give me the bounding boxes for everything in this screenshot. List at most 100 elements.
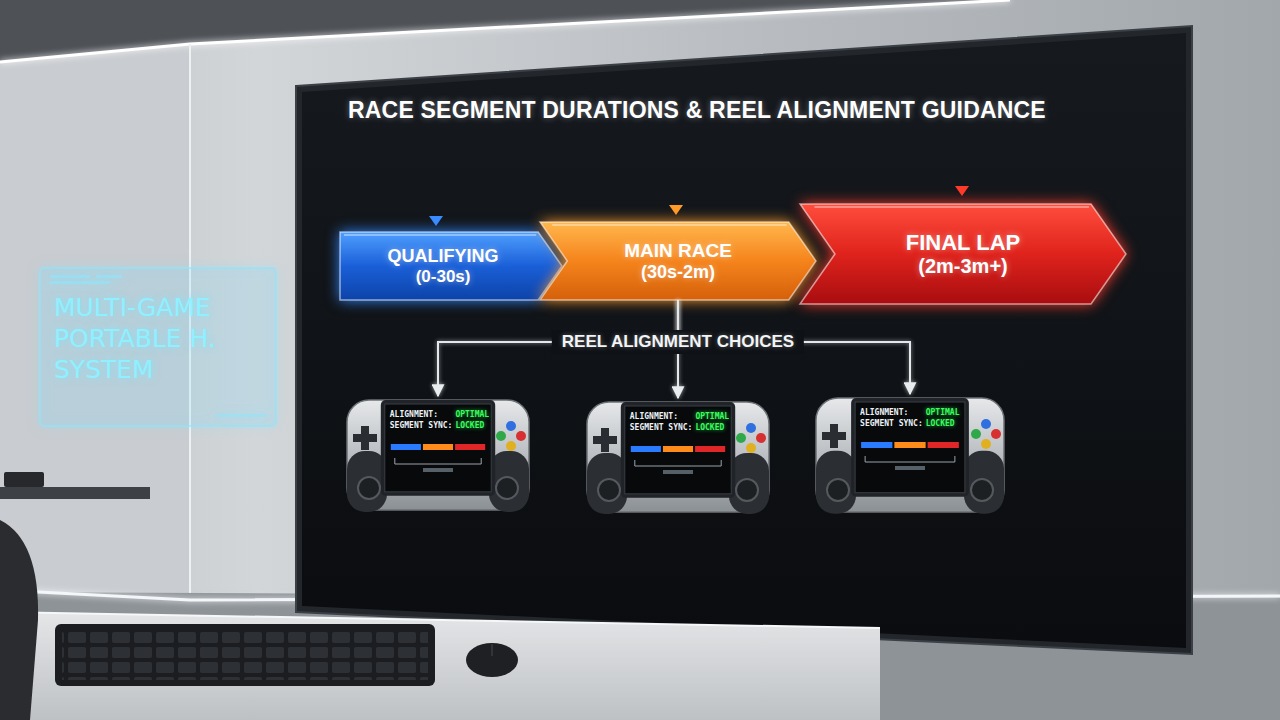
mini-segment-bar — [663, 446, 693, 452]
segment-chevron: FINAL LAP(2m-3m+) — [800, 204, 1126, 304]
console-button — [506, 441, 516, 451]
d-pad — [830, 424, 838, 448]
segment-marker — [955, 186, 969, 196]
diagram-title: RACE SEGMENT DURATIONS & REEL ALIGNMENT … — [348, 97, 1148, 124]
segment-marker — [429, 216, 443, 226]
mini-segment-bar — [391, 444, 421, 450]
console-screen — [385, 404, 491, 492]
segment-chevron: MAIN RACE(30s-2m) — [540, 222, 816, 300]
connector-label: REEL ALIGNMENT CHOICES — [552, 330, 804, 354]
segment-marker — [669, 205, 683, 215]
keyboard — [55, 624, 435, 686]
analog-stick — [736, 479, 758, 501]
screen-bezel — [296, 26, 1192, 654]
console-screen — [855, 402, 965, 493]
chevron-shape — [340, 232, 562, 300]
node-outline — [812, 394, 1008, 520]
console-button — [981, 439, 991, 449]
chevron-shape — [540, 222, 816, 300]
segment-chevron: QUALIFYING(0-30s) — [340, 232, 562, 300]
hologram-detail — [96, 275, 122, 278]
mouse — [466, 643, 518, 677]
mini-segment-bar — [894, 442, 925, 448]
node-outline — [343, 396, 533, 518]
hologram-detail — [216, 414, 266, 417]
segment-name: FINAL LAP — [906, 230, 1020, 255]
mini-bar — [895, 466, 925, 470]
handheld-console: ALIGNMENT:OPTIMALSEGMENT SYNC:LOCKED — [583, 398, 773, 520]
handheld-console: ALIGNMENT:OPTIMALSEGMENT SYNC:LOCKED — [343, 396, 533, 518]
mini-bracket — [395, 458, 481, 464]
status-value: OPTIMAL — [455, 410, 489, 420]
mini-bar — [423, 468, 453, 472]
mini-bar — [663, 470, 693, 474]
chevron-highlight — [815, 206, 1090, 208]
chevron-highlight — [344, 234, 536, 236]
handheld-console: ALIGNMENT:OPTIMALSEGMENT SYNC:LOCKED — [812, 394, 1008, 520]
segment-duration: (2m-3m+) — [918, 255, 1007, 278]
hologram-detail — [50, 275, 90, 278]
mini-segment-bar — [928, 442, 959, 448]
console-grip — [816, 451, 856, 514]
screen-bezel — [381, 400, 495, 496]
segment-name: QUALIFYING — [388, 246, 499, 267]
status-key: SEGMENT SYNC: — [630, 423, 693, 433]
node-outline — [540, 222, 816, 300]
chair — [0, 520, 38, 720]
analog-stick — [598, 479, 620, 501]
wall-shelf — [0, 487, 150, 499]
console-screen — [625, 406, 731, 494]
console-button — [756, 433, 766, 443]
console-button — [971, 429, 981, 439]
console-grip — [964, 451, 1004, 514]
segment-name: MAIN RACE — [624, 240, 732, 262]
status-key: ALIGNMENT: — [860, 408, 923, 418]
console-button — [746, 423, 756, 433]
desk — [0, 612, 880, 720]
mini-segment-bar — [455, 444, 485, 450]
wall-screen — [302, 33, 1186, 648]
console-button — [496, 431, 506, 441]
mini-bracket — [635, 460, 721, 466]
segment-duration: (0-30s) — [416, 267, 471, 287]
mini-bracket — [865, 456, 955, 462]
keyboard-keys — [62, 630, 428, 680]
analog-stick — [496, 477, 518, 499]
status-value: LOCKED — [926, 419, 960, 429]
status-key: ALIGNMENT: — [630, 412, 693, 422]
analog-stick — [358, 477, 380, 499]
mini-segment-bar — [861, 442, 892, 448]
node-outline — [340, 232, 562, 300]
console-button — [736, 433, 746, 443]
status-value: OPTIMAL — [926, 408, 960, 418]
status-value: OPTIMAL — [695, 412, 729, 422]
d-pad — [601, 428, 609, 452]
hologram-panel: MULTI-GAME PORTABLE H. SYSTEM — [40, 268, 276, 426]
screen-bezel — [621, 402, 735, 498]
mouse-split — [491, 644, 493, 656]
analog-stick — [827, 479, 849, 501]
d-pad — [361, 426, 369, 450]
screen-bezel — [851, 398, 969, 497]
console-button — [746, 443, 756, 453]
analog-stick — [971, 479, 993, 501]
chevron-highlight — [552, 224, 787, 226]
hologram-frame — [40, 268, 276, 426]
console-button — [516, 431, 526, 441]
mini-segment-bar — [695, 446, 725, 452]
console-button — [981, 419, 991, 429]
shelf-device — [4, 472, 44, 487]
chevron-shape — [800, 204, 1126, 304]
status-key: SEGMENT SYNC: — [390, 421, 453, 431]
console-button — [506, 421, 516, 431]
mini-segment-bar — [423, 444, 453, 450]
segment-duration: (30s-2m) — [641, 262, 715, 283]
panel-label: MULTI-GAME PORTABLE H. SYSTEM — [54, 292, 268, 385]
status-key: ALIGNMENT: — [390, 410, 453, 420]
status-value: LOCKED — [455, 421, 489, 431]
console-button — [991, 429, 1001, 439]
status-value: LOCKED — [695, 423, 729, 433]
node-outline — [583, 398, 773, 520]
